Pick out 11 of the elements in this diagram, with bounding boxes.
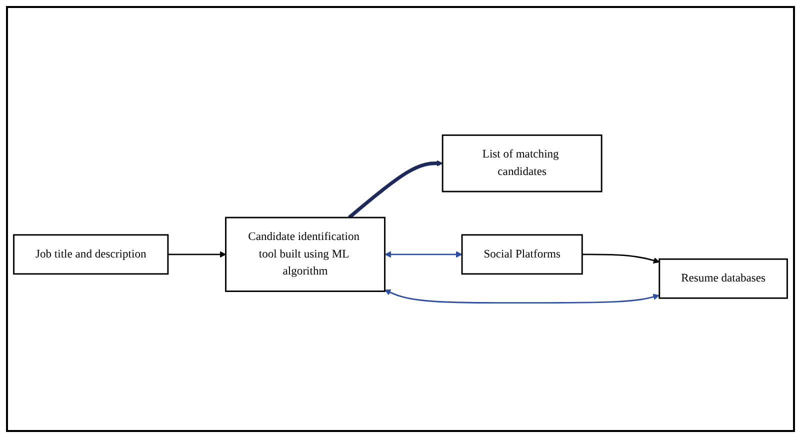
arrow xyxy=(348,160,443,219)
node-box xyxy=(461,234,583,275)
node-box xyxy=(442,134,602,192)
diagram-frame: Job title and description Candidate identification tool built using ML algorithm List of matching candidates Resume databases Social Platforms xyxy=(6,6,795,432)
node-box xyxy=(658,258,788,299)
arrow xyxy=(384,251,462,258)
node-box xyxy=(225,216,386,292)
node-box xyxy=(13,234,169,275)
arrow xyxy=(384,289,660,304)
arrow xyxy=(168,251,226,258)
arrow xyxy=(582,254,660,264)
